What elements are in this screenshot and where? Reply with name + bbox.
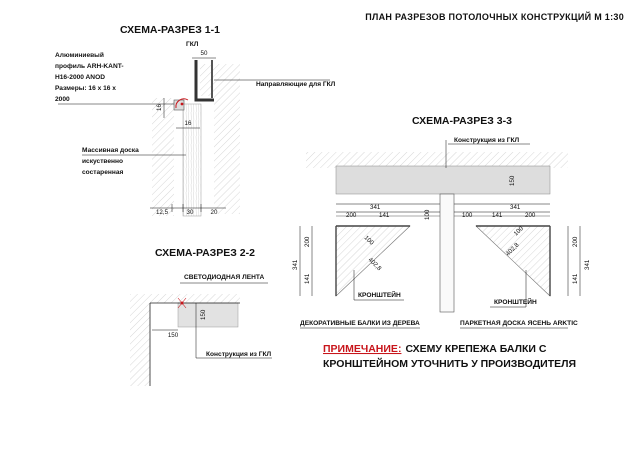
s1-aluminium-profile — [194, 60, 214, 102]
s2-ceiling-hatch — [130, 294, 240, 386]
s1-led-dot — [180, 102, 184, 106]
note-line-2: КРОНШТЕЙНОМ УТОЧНИТЬ У ПРОИЗВОДИТЕЛЯ — [323, 357, 576, 370]
s3-vdim-141-left: 141 — [304, 273, 311, 284]
s1-dim-top: 50 — [201, 50, 208, 57]
s3-vdim-200-right: 200 — [572, 236, 579, 247]
note-line-1: СХЕМУ КРЕПЕЖА БАЛКИ С — [405, 343, 546, 355]
s3-dim-141-right: 141 — [492, 212, 503, 219]
s3-vdim-200-left: 200 — [304, 236, 311, 247]
s1-ceiling-hatch — [200, 64, 240, 214]
s3-dim-center: 100 — [424, 209, 431, 220]
s1-dim-b: 30 — [187, 209, 194, 216]
s1-wall-hatch — [152, 98, 174, 216]
s1-profile-note-3: H16-2000 ANOD — [55, 74, 105, 81]
s3-slab-hatch — [306, 152, 568, 168]
s2-dim-width: 150 — [168, 332, 179, 339]
s1-profile-note-2: профиль ARH-KANT- — [55, 63, 124, 70]
s1-profile-note-1: Алюминиевый — [55, 51, 104, 59]
note-block: ПРИМЕЧАНИЕ: СХЕМУ КРЕПЕЖА БАЛКИ С КРОНШТЕ… — [323, 343, 576, 370]
s3-vdim-141-right: 141 — [572, 273, 579, 284]
s1-profile-note-5: 2000 — [55, 96, 70, 103]
s3-central-post — [439, 193, 455, 313]
s1-led-arc — [175, 98, 189, 109]
s1-profile-note-4: Размеры: 16 х 16 х — [55, 85, 116, 92]
section-3-3-title: СХЕМА-РАЗРЕЗ 3-3 — [412, 115, 512, 127]
s1-gkl-label: ГКЛ — [186, 41, 199, 48]
s3-bracket-right-label: КРОНШТЕЙН — [494, 297, 537, 306]
section-2-2-title: СХЕМА-РАЗРЕЗ 2-2 — [155, 247, 255, 259]
s2-led-mark — [177, 297, 187, 309]
s1-dim-left: 16 — [156, 104, 163, 111]
s3-dim-200-left: 200 — [346, 212, 357, 219]
note-heading: ПРИМЕЧАНИЕ: — [323, 343, 401, 355]
s3-beams-label: ДЕКОРАТИВНЫЕ БАЛКИ ИЗ ДЕРЕВА — [300, 320, 420, 327]
sheet-title: ПЛАН РАЗРЕЗОВ ПОТОЛОЧНЫХ КОНСТРУКЦИЙ М 1… — [365, 11, 624, 22]
s1-dim-c: 20 — [211, 209, 218, 216]
s1-board-note-2: искуственно — [82, 158, 123, 165]
s1-dim-a: 12,5 — [156, 209, 169, 216]
s3-dim-341-left: 341 — [370, 204, 381, 211]
s3-slab — [335, 165, 551, 195]
s3-dim-341-right: 341 — [510, 204, 521, 211]
s1-wood-board — [182, 103, 202, 217]
s3-dim-141-left: 141 — [379, 212, 390, 219]
s2-dim-height: 150 — [200, 309, 207, 320]
s1-guides-label: Направляющие для ГКЛ — [256, 81, 336, 88]
s2-led-label: СВЕТОДИОДНАЯ ЛЕНТА — [184, 274, 264, 281]
section-1-1: СХЕМА-РАЗРЕЗ 1-1 ГКЛ 50 16 16 12,5 30 20… — [55, 24, 336, 217]
s3-dim-200-right: 200 — [525, 212, 536, 219]
s3-vdim-341-right: 341 — [584, 259, 591, 270]
s3-board-label: ПАРКЕТНАЯ ДОСКА ЯСЕНЬ ARKTIC — [460, 320, 578, 327]
s1-board-note-3: состаренная — [82, 169, 123, 176]
section-1-1-title: СХЕМА-РАЗРЕЗ 1-1 — [120, 24, 220, 36]
s1-dim-bottom: 16 — [185, 120, 192, 127]
section-2-2: СХЕМА-РАЗРЕЗ 2-2 СВЕТОДИОДНАЯ ЛЕНТА 150 … — [130, 247, 272, 386]
s3-dim-slab: 150 — [509, 175, 516, 186]
s3-dim-100-mid: 100 — [462, 212, 473, 219]
s3-vdim-341-left: 341 — [292, 259, 299, 270]
s3-right-bracket — [475, 225, 551, 297]
note-text-line-1: ПРИМЕЧАНИЕ: СХЕМУ КРЕПЕЖА БАЛКИ С — [323, 343, 547, 355]
s3-bracket-left-label: КРОНШТЕЙН — [358, 290, 401, 299]
s2-gkl-block — [177, 302, 239, 328]
section-3-3: СХЕМА-РАЗРЕЗ 3-3 Конструкция из ГКЛ 150 … — [292, 115, 591, 329]
s3-gkl-note: Конструкция из ГКЛ — [454, 137, 520, 144]
s2-gkl-note: Конструкция из ГКЛ — [206, 351, 272, 358]
s1-board-note-1: Массивная доска — [82, 147, 139, 154]
